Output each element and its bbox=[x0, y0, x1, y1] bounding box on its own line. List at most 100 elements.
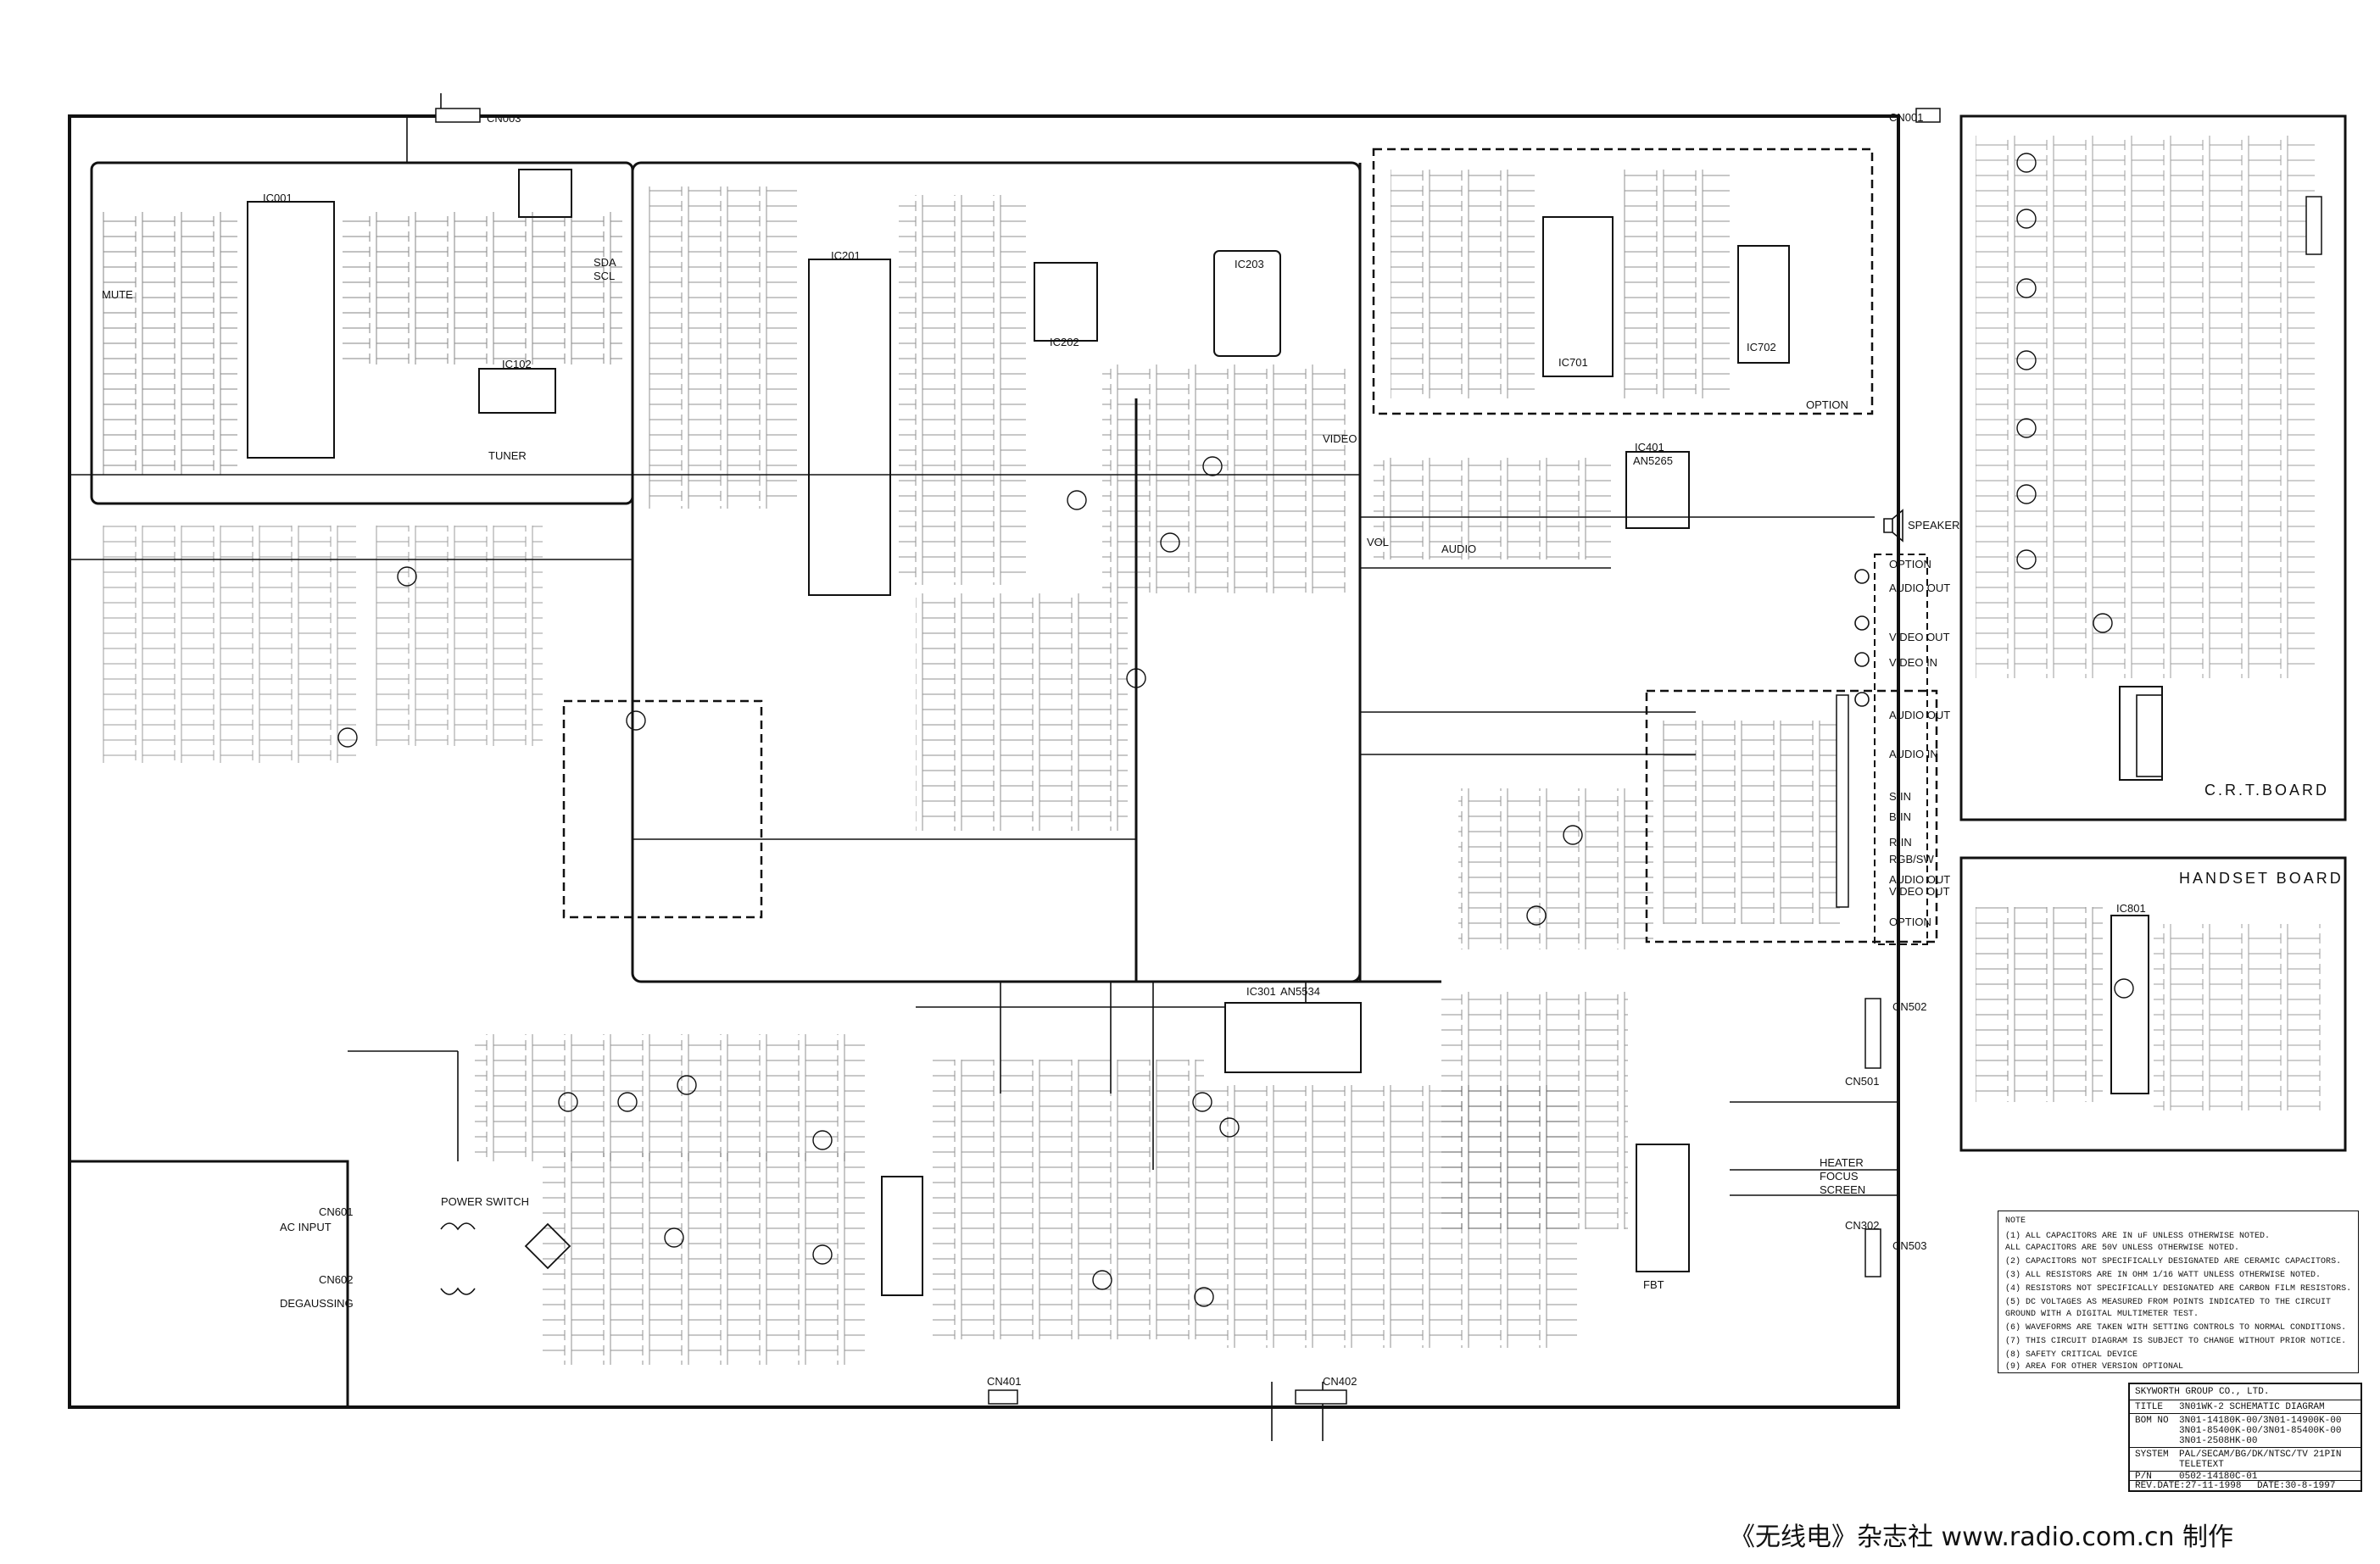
notes-title: NOTE bbox=[2005, 1216, 2026, 1226]
net-scl: SCL bbox=[594, 270, 616, 282]
net-screen: SCREEN bbox=[1820, 1183, 1866, 1196]
net-fbt: FBT bbox=[1643, 1278, 1664, 1291]
ic203-body bbox=[1213, 250, 1281, 357]
ic102-body bbox=[478, 368, 556, 414]
note-line: (2) CAPACITORS NOT SPECIFICALLY DESIGNAT… bbox=[2005, 1257, 2342, 1266]
wiring-area-7 bbox=[1391, 170, 1535, 398]
tb-bom-row: BOM NO 3N01-14180K-00/3N01-14900K-00 3N0… bbox=[2130, 1413, 2360, 1448]
cn003-connector bbox=[435, 108, 481, 123]
wiring-area-21 bbox=[2154, 924, 2323, 1110]
net-option-2: OPTION bbox=[1889, 558, 1931, 570]
note-line: (7) THIS CIRCUIT DIAGRAM IS SUBJECT TO C… bbox=[2005, 1337, 2347, 1346]
note-line: (8) SAFETY CRITICAL DEVICE bbox=[2005, 1350, 2138, 1360]
net-ac-input: AC INPUT bbox=[280, 1221, 332, 1233]
tb-bom-line3: 3N01-2508HK-00 bbox=[2179, 1436, 2258, 1446]
wiring-area-20 bbox=[1976, 907, 2103, 1102]
wiring-area-1 bbox=[102, 212, 237, 475]
ic001-body bbox=[247, 201, 335, 459]
net-vol: VOL bbox=[1367, 536, 1390, 548]
wiring-area-13 bbox=[373, 526, 543, 746]
tb-rev-date: REV.DATE:27-11-1998 bbox=[2135, 1481, 2242, 1491]
wiring-area-15 bbox=[543, 1153, 865, 1365]
ic301-body bbox=[1224, 1002, 1362, 1073]
note-line: (5) DC VOLTAGES AS MEASURED FROM POINTS … bbox=[2005, 1298, 2332, 1307]
ac-line-filter bbox=[440, 1222, 476, 1295]
net-r-in: R-IN bbox=[1889, 836, 1912, 849]
cn602-label: CN602 bbox=[319, 1273, 354, 1286]
net-audio: AUDIO bbox=[1441, 543, 1477, 555]
wiring-area-14 bbox=[475, 1034, 865, 1161]
tb-title-label: TITLE bbox=[2135, 1402, 2164, 1412]
av-jack-block bbox=[1874, 554, 1928, 945]
crt-board-title: C.R.T.BOARD bbox=[2204, 782, 2330, 799]
net-option-1: OPTION bbox=[1806, 398, 1848, 411]
tb-system-line2: TELETEXT bbox=[2179, 1460, 2224, 1470]
ic702-body bbox=[1737, 245, 1790, 364]
tb-system-value: PAL/SECAM/BG/DK/NTSC/TV 21PIN bbox=[2179, 1450, 2342, 1460]
ic702-label: IC702 bbox=[1747, 341, 1776, 353]
net-audio-out-1: AUDIO OUT bbox=[1889, 582, 1951, 594]
note-line: GROUND WITH A DIGITAL MULTIMETER TEST. bbox=[2005, 1310, 2199, 1319]
ic401-body bbox=[1625, 451, 1690, 529]
ic301-label: IC301 bbox=[1246, 985, 1276, 998]
net-focus: FOCUS bbox=[1820, 1170, 1859, 1183]
title-block: SKYWORTH GROUP CO., LTD. TITLE 3N01WK-2 … bbox=[2128, 1383, 2362, 1492]
tb-pn-value: 0502-14180C-01 bbox=[2179, 1472, 2258, 1482]
transistor-symbols bbox=[337, 153, 2134, 1307]
cn501-label: CN501 bbox=[1845, 1075, 1880, 1088]
wiring-area-11 bbox=[1662, 721, 1840, 924]
net-video-out-1: VIDEO OUT bbox=[1889, 631, 1950, 643]
power-transformer bbox=[881, 1176, 923, 1296]
tb-pn-label: P/N bbox=[2135, 1472, 2152, 1482]
ic201-body bbox=[808, 259, 891, 596]
cn401-label: CN401 bbox=[987, 1375, 1022, 1388]
ic202-body bbox=[1034, 262, 1098, 342]
net-audio-out-3: AUDIO OUT bbox=[1889, 873, 1951, 886]
note-line: (4) RESISTORS NOT SPECIFICALLY DESIGNATE… bbox=[2005, 1284, 2352, 1294]
net-sda: SDA bbox=[594, 256, 616, 269]
cn401-connector bbox=[988, 1389, 1018, 1405]
ntsc-option-block bbox=[562, 699, 763, 919]
net-s-in: S-IN bbox=[1889, 790, 1911, 803]
wiring-area-19 bbox=[1976, 136, 2315, 678]
wiring-area-3 bbox=[644, 186, 797, 509]
ic801-body bbox=[2110, 915, 2149, 1094]
cn001-connector bbox=[1915, 108, 1941, 123]
bridge-rectifier bbox=[524, 1222, 571, 1270]
wiring-area-4 bbox=[899, 195, 1026, 585]
cn001-label: CN001 bbox=[1889, 111, 1924, 124]
cn502-label: CN502 bbox=[1892, 1000, 1927, 1013]
handset-board-title: HANDSET BOARD bbox=[2179, 870, 2344, 887]
net-tuner: TUNER bbox=[488, 449, 527, 462]
net-video: VIDEO bbox=[1323, 432, 1357, 445]
note-line: (9) AREA FOR OTHER VERSION OPTIONAL bbox=[2005, 1362, 2184, 1372]
net-degaussing: DEGAUSSING bbox=[280, 1297, 354, 1310]
speaker-icon bbox=[1883, 509, 1903, 543]
ic202-label: IC202 bbox=[1050, 336, 1079, 348]
bus-lines bbox=[70, 93, 1898, 1441]
tb-company: SKYWORTH GROUP CO., LTD. bbox=[2135, 1387, 2270, 1397]
fbt-transformer bbox=[1636, 1144, 1690, 1272]
footer-credit: 《无线电》杂志社 www.radio.com.cn 制作 bbox=[1730, 1522, 2234, 1552]
av-jacks bbox=[1854, 569, 1870, 707]
cn601-label: CN601 bbox=[319, 1205, 354, 1218]
cn503-label: CN503 bbox=[1892, 1239, 1927, 1252]
net-mute: MUTE bbox=[102, 288, 133, 301]
wiring-area-5 bbox=[1102, 365, 1348, 593]
tb-pn-row: P/N 0502-14180C-01 bbox=[2130, 1471, 2360, 1482]
teletext-option-block bbox=[1372, 147, 1874, 415]
tb-title-row: TITLE 3N01WK-2 SCHEMATIC DIAGRAM bbox=[2130, 1400, 2360, 1414]
cn502-connector bbox=[1864, 998, 1881, 1069]
crt-h502-connector bbox=[2305, 196, 2322, 255]
an5265-label: AN5265 bbox=[1633, 454, 1673, 467]
notes-box: NOTE (1) ALL CAPACITORS ARE IN uF UNLESS… bbox=[1998, 1211, 2359, 1373]
av-jack-column bbox=[1836, 694, 1849, 908]
tb-bom-line2: 3N01-85400K-00/3N01-85400K-00 bbox=[2179, 1426, 2342, 1436]
net-audio-out-2: AUDIO OUT bbox=[1889, 709, 1951, 721]
ic401-label: IC401 bbox=[1635, 441, 1664, 454]
cn003-label: CN003 bbox=[487, 112, 521, 125]
ic201-label: IC201 bbox=[831, 249, 861, 262]
cn402-connector bbox=[1295, 1389, 1347, 1405]
tb-title-value: 3N01WK-2 SCHEMATIC DIAGRAM bbox=[2179, 1402, 2325, 1412]
tb-company-row: SKYWORTH GROUP CO., LTD. bbox=[2130, 1384, 2360, 1400]
